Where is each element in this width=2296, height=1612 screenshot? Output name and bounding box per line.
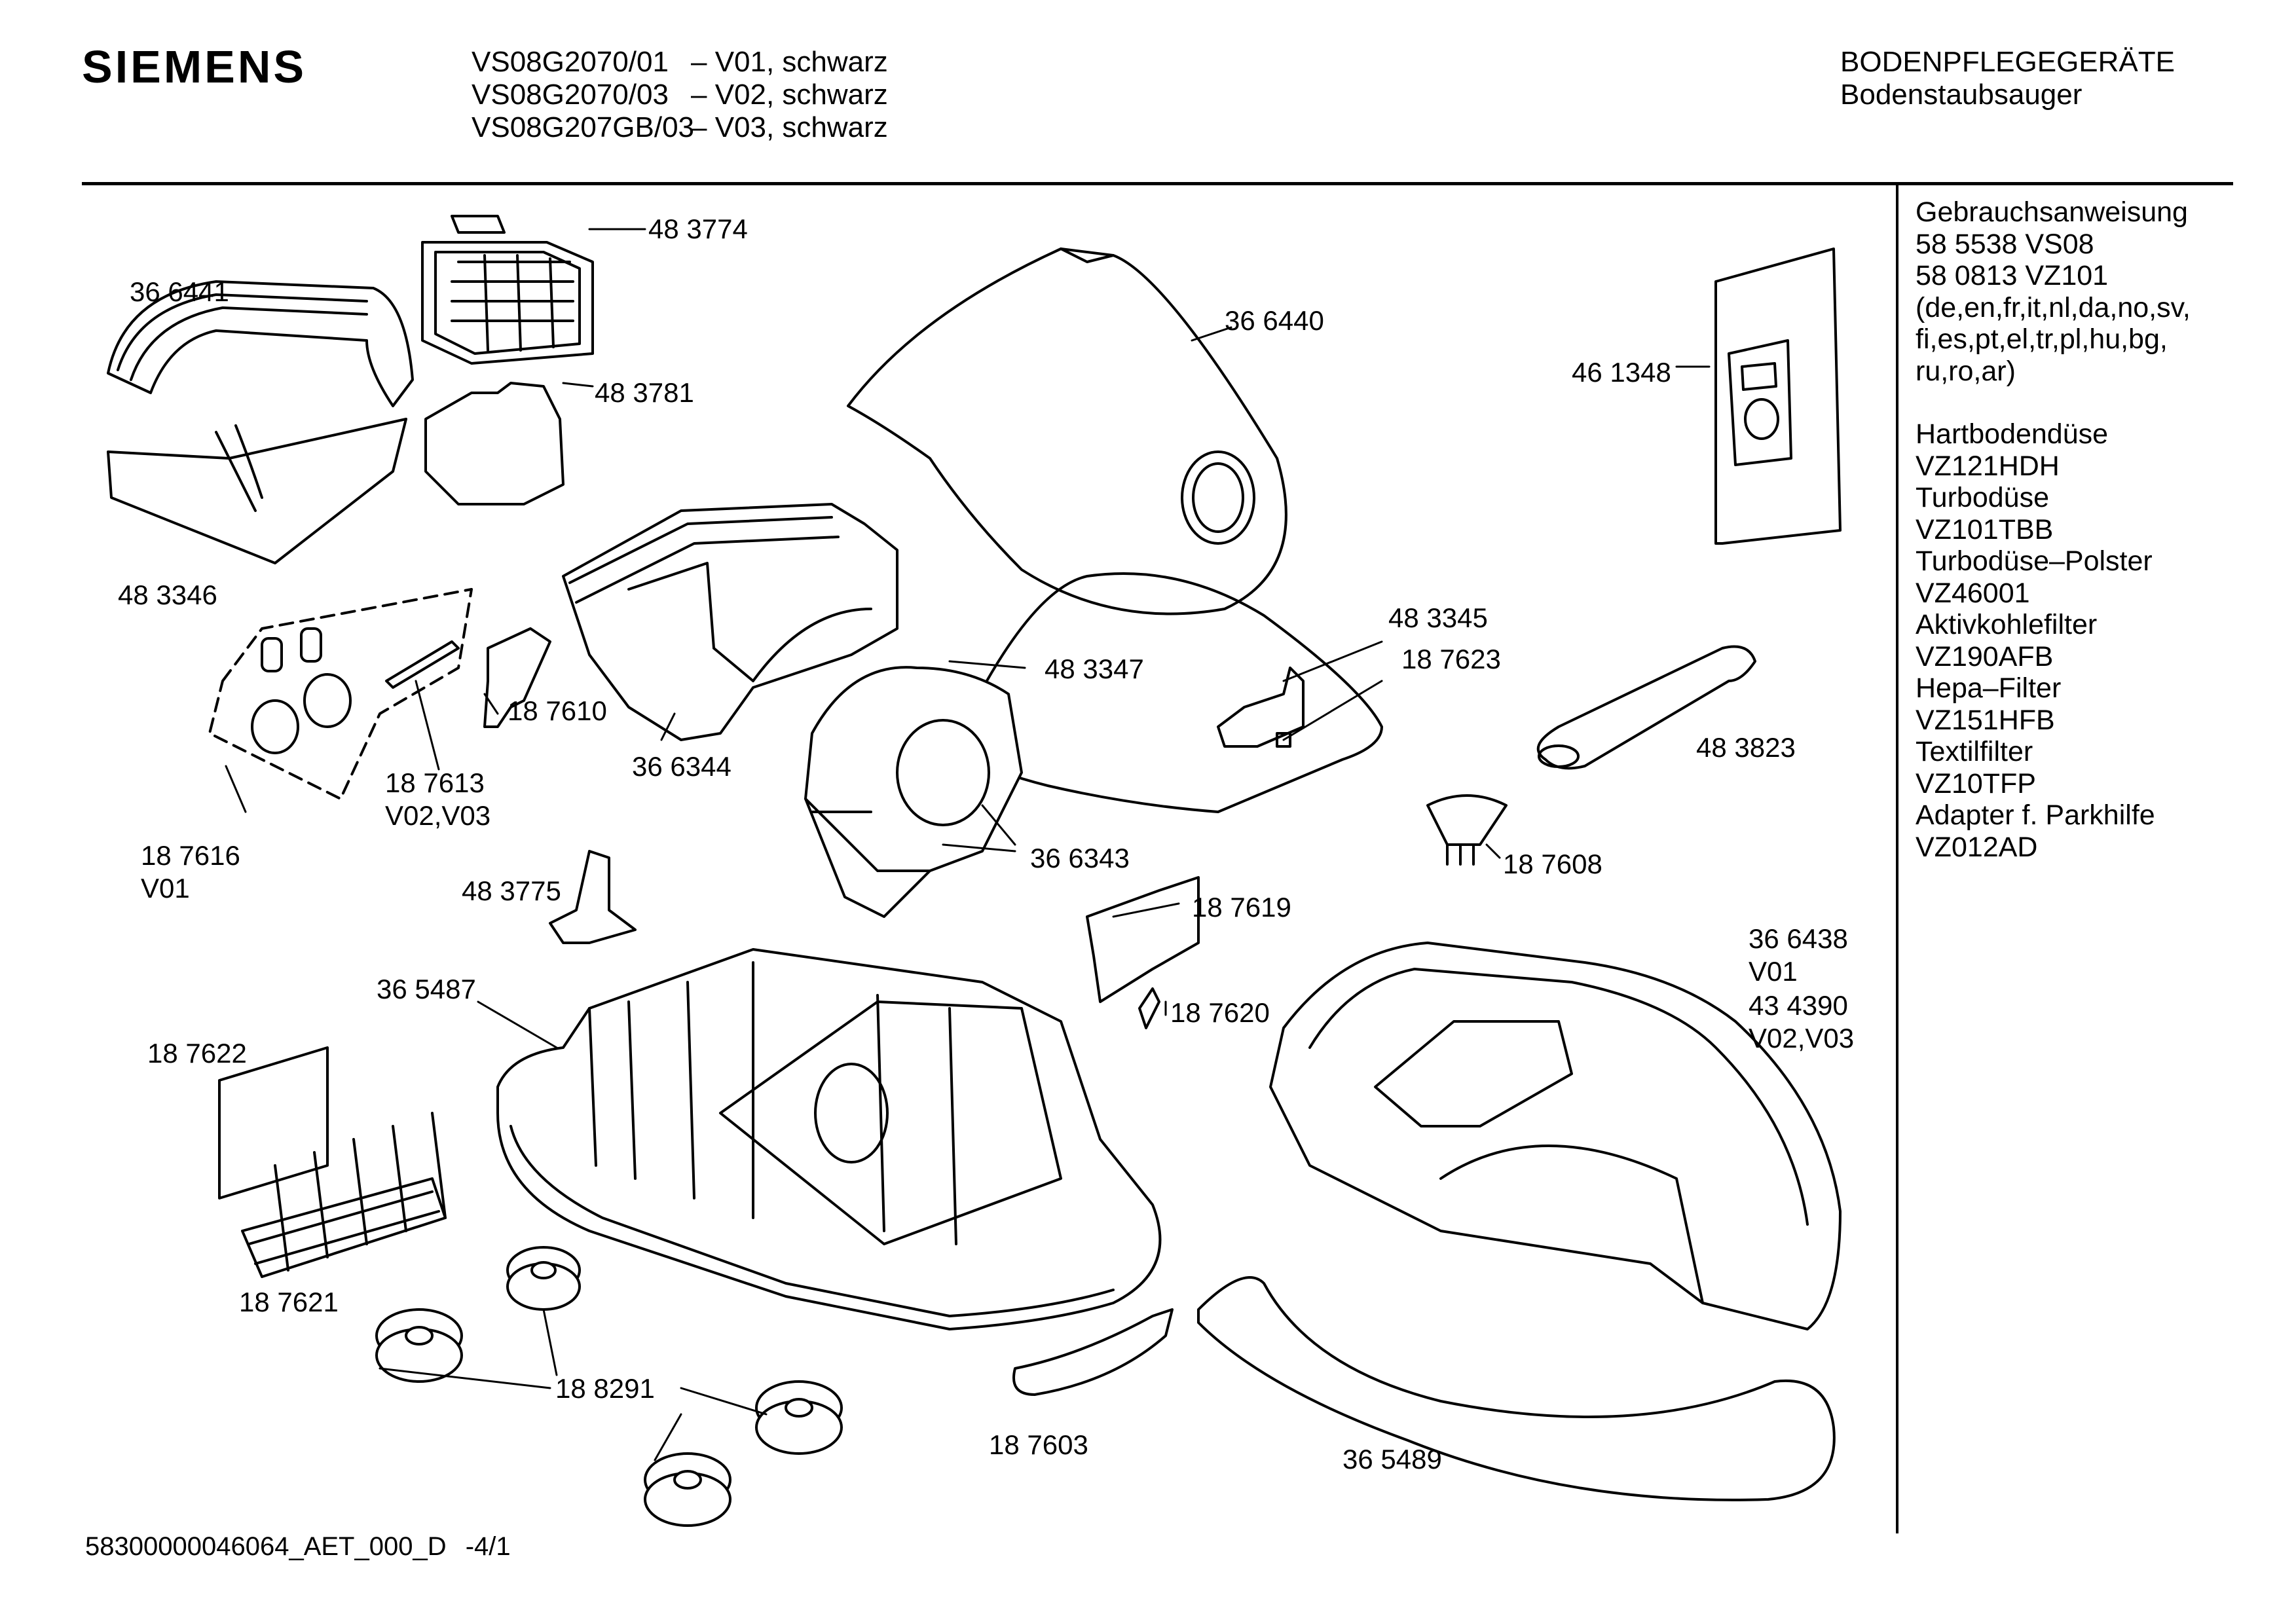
- part-label: 48 3346: [118, 579, 217, 610]
- part-label: 36 6438: [1749, 923, 1848, 954]
- accessory-name: Adapter f. Parkhilfe: [1916, 799, 2155, 831]
- part-label: 48 3347: [1045, 653, 1144, 684]
- manual-ref: 58 5538 VS08: [1916, 228, 2094, 260]
- manual-title: Gebrauchsanweisung: [1916, 196, 2188, 228]
- manual-ref: 58 0813 VZ101: [1916, 260, 2109, 291]
- chassis-part: [496, 948, 1162, 1330]
- part-label: 36 6440: [1225, 305, 1324, 336]
- part-label: 48 3345: [1388, 602, 1488, 633]
- part-label: 18 7610: [508, 695, 607, 726]
- accessory-code: VZ46001: [1916, 577, 2030, 609]
- model-code: VS08G2070/03: [472, 79, 669, 111]
- bumper-strip-part: [1012, 1308, 1174, 1396]
- part-label: 43 4390: [1749, 990, 1848, 1021]
- wheel-bracket-part: [549, 850, 637, 944]
- part-label: 18 7622: [147, 1038, 247, 1069]
- part-label: 18 7616: [141, 840, 240, 871]
- outlet-grille-part: [218, 1046, 447, 1278]
- part-label: 18 7623: [1401, 644, 1501, 674]
- language-list: (de,en,fr,it,nl,da,no,sv,: [1916, 291, 2191, 323]
- exploded-parts-drawing: [107, 215, 1842, 1527]
- document-id: 58300000046064_AET_000_D: [85, 1532, 447, 1561]
- part-label: V01: [1749, 956, 1798, 987]
- accessory-name: Textilfilter: [1916, 736, 2033, 767]
- model-code: VS08G2070/01: [472, 46, 669, 78]
- header-divider: [82, 182, 2233, 185]
- document-footer: 58300000046064_AET_000_D -4/1: [85, 1532, 511, 1562]
- category-block: BODENPFLEGEGERÄTE Bodenstaubsauger: [1840, 46, 2175, 111]
- top-shell-part: [1269, 942, 1842, 1330]
- part-label: 46 1348: [1572, 357, 1671, 388]
- part-label: 18 7619: [1192, 892, 1291, 923]
- accessory-name: Hartbodendüse: [1916, 418, 2109, 450]
- part-label: 48 3775: [462, 875, 561, 906]
- accessory-name: Aktivkohlefilter: [1916, 609, 2098, 640]
- model-row: VS08G2070/03 – V02, schwarz: [472, 79, 888, 111]
- part-label: 48 3823: [1696, 732, 1796, 763]
- part-label: 18 7608: [1503, 849, 1602, 879]
- model-list: VS08G2070/01 – V01, schwarz VS08G2070/03–…: [472, 46, 888, 144]
- accessory-code: VZ190AFB: [1916, 640, 2054, 672]
- accessory-code: VZ121HDH: [1916, 450, 2060, 482]
- release-button-part: [1426, 794, 1508, 866]
- category-title: BODENPFLEGEGERÄTE: [1840, 46, 2176, 78]
- seal-ring-part: [955, 572, 1383, 813]
- model-row: VS08G2070/01 – V01, schwarz: [472, 46, 888, 79]
- language-list: ru,ro,ar): [1916, 355, 2016, 387]
- part-label: 18 7620: [1170, 997, 1270, 1028]
- pre-filter-part: [424, 382, 565, 505]
- accessory-code: VZ10TFP: [1916, 767, 2036, 799]
- crevice-nozzle-part: [1536, 645, 1756, 770]
- part-label: 36 5487: [377, 974, 476, 1004]
- hepa-filter-part: [421, 215, 594, 365]
- model-variant: – V03, schwarz: [691, 111, 888, 143]
- part-label: 18 8291: [555, 1373, 655, 1404]
- model-variant: – V02, schwarz: [691, 79, 888, 111]
- accessory-code: VZ101TBB: [1916, 513, 2054, 545]
- wheel-part: [375, 1246, 843, 1527]
- page-number: -4/1: [465, 1532, 511, 1561]
- part-label: V02,V03: [385, 800, 491, 831]
- part-label: 36 6441: [130, 276, 229, 307]
- cable-holder-part: [1086, 876, 1200, 1029]
- part-label: 18 7613: [385, 767, 485, 798]
- language-list: fi,es,pt,el,tr,pl,hu,bg,: [1916, 323, 2168, 355]
- accessory-code: VZ151HFB: [1916, 704, 2055, 736]
- part-label: 18 7603: [989, 1429, 1088, 1460]
- filter-housing-part: [562, 503, 898, 741]
- leader-lines: [225, 228, 1711, 1461]
- model-code: VS08G207GB/03: [472, 111, 695, 143]
- accessory-name: Hepa–Filter: [1916, 672, 2062, 704]
- sidebar: Gebrauchsanweisung 58 5538 VS08 58 0813 …: [1916, 196, 2282, 863]
- model-row: VS08G207GB/03– V03, schwarz: [472, 111, 888, 144]
- part-label: V02,V03: [1749, 1023, 1855, 1053]
- part-label: 36 5489: [1342, 1444, 1442, 1475]
- part-label: 48 3781: [595, 377, 694, 408]
- accessory-name: Turbodüse–Polster: [1916, 545, 2153, 577]
- part-label: 36 6344: [632, 751, 731, 782]
- top-hood-part: [847, 247, 1287, 615]
- cord-clip-part: [1217, 667, 1305, 748]
- sidebar-divider: [1896, 185, 1898, 1533]
- bag-holder-part: [804, 666, 1023, 918]
- part-label: 36 6343: [1030, 843, 1130, 873]
- accessory-code: VZ012AD: [1916, 831, 2038, 863]
- dust-bag-part: [1714, 247, 1842, 545]
- part-label: V01: [141, 873, 190, 904]
- rear-grille-part: [107, 280, 414, 564]
- part-label: 48 3774: [648, 213, 748, 244]
- base-gasket-part: [1197, 1276, 1836, 1501]
- brand-logo: SIEMENS: [82, 41, 307, 92]
- part-label: 18 7621: [239, 1287, 339, 1317]
- accessory-name: Turbodüse: [1916, 482, 2049, 513]
- model-variant: – V01, schwarz: [691, 46, 888, 78]
- category-subtitle: Bodenstaubsauger: [1840, 79, 2083, 111]
